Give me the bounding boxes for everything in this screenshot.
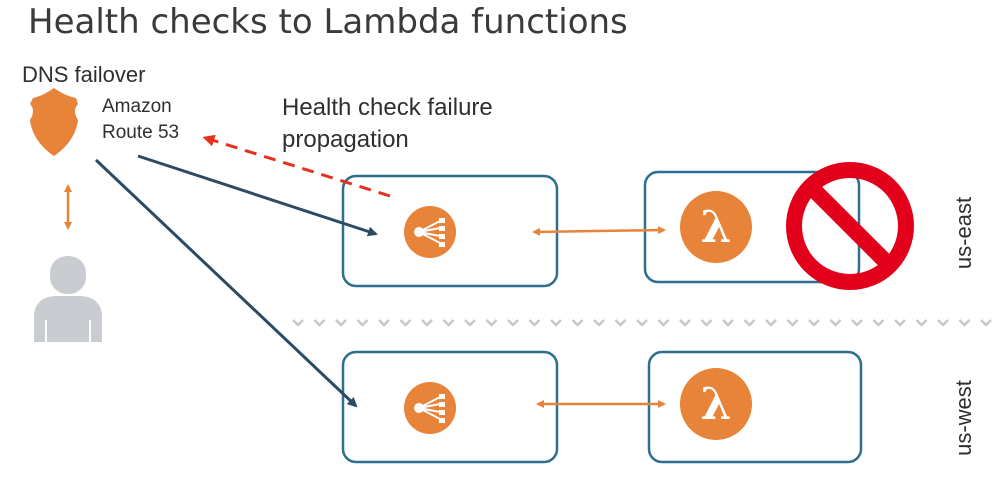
divider-chevron: [808, 319, 820, 327]
divider-chevron: [550, 319, 562, 327]
divider-chevron: [915, 319, 928, 327]
divider-chevron: [722, 319, 734, 327]
route53-label-line2: Route 53: [102, 122, 180, 143]
route53-shield-icon: [30, 88, 78, 156]
prohibited-icon: [786, 162, 914, 290]
region-divider: [292, 319, 992, 327]
load-balancer-icon: [404, 206, 456, 258]
divider-chevron: [829, 319, 842, 327]
region-label-us-west: us-west: [951, 380, 976, 456]
page-title: Health checks to Lambda functions: [28, 2, 628, 42]
dns-failover-label: DNS failover: [22, 62, 146, 87]
divider-chevron: [356, 319, 369, 327]
propagation-label-line1: Health check failure: [282, 94, 493, 121]
divider-chevron: [657, 319, 670, 327]
divider-chevron: [937, 319, 949, 327]
divider-chevron: [743, 319, 756, 327]
divider-chevron: [528, 319, 541, 327]
divider-chevron: [399, 319, 412, 327]
propagation-label-line2: propagation: [282, 126, 409, 153]
lambda-icon: λ: [680, 368, 752, 440]
divider-chevron: [894, 319, 906, 327]
lambda-glyph: λ: [701, 379, 732, 430]
load-balancer-icon: [404, 382, 456, 434]
region-label-us-east: us-east: [951, 196, 976, 270]
divider-chevron: [378, 319, 390, 327]
lambda-icon: λ: [680, 191, 752, 263]
divider-chevron: [507, 319, 519, 327]
divider-chevron: [442, 319, 455, 327]
divider-chevron: [464, 319, 476, 327]
divider-chevron: [786, 319, 799, 327]
divider-chevron: [851, 319, 863, 327]
divider-chevron: [571, 319, 584, 327]
divider-chevron: [614, 319, 627, 327]
divider-chevron: [292, 319, 304, 327]
east-lb-lambda-connector: [532, 226, 666, 236]
user-icon: [34, 256, 102, 342]
divider-chevron: [421, 319, 433, 327]
divider-chevron: [335, 319, 347, 327]
divider-chevron: [765, 319, 777, 327]
divider-chevron: [313, 319, 326, 327]
lambda-glyph: λ: [701, 202, 732, 253]
divider-chevron: [958, 319, 971, 327]
divider-chevron: [980, 319, 992, 327]
divider-chevron: [679, 319, 691, 327]
divider-chevron: [872, 319, 885, 327]
route53-to-east-arrow: [137, 154, 378, 237]
divider-chevron: [636, 319, 648, 327]
route53-to-west-arrow: [94, 158, 358, 408]
route53-label-line1: Amazon: [102, 96, 172, 117]
divider-chevron: [700, 319, 713, 327]
failure-propagation-arrow: [202, 134, 391, 198]
divider-chevron: [485, 319, 498, 327]
divider-chevron: [593, 319, 605, 327]
